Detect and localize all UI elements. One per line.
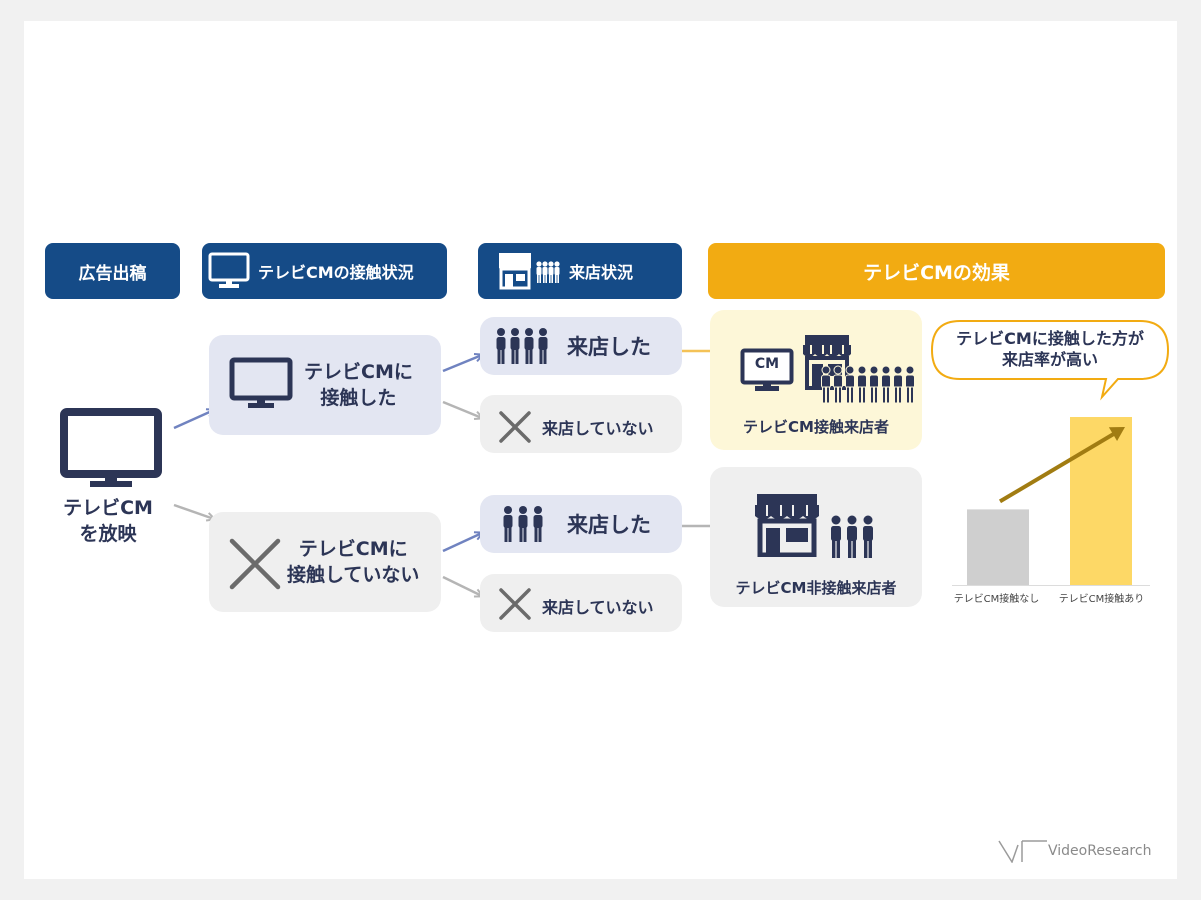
bar-0 — [967, 509, 1029, 585]
tv-icon — [229, 357, 293, 411]
not-contacted-label: テレビCMに 接触していない — [287, 536, 419, 588]
result-noncontact-label: テレビCM非接触来店者 — [735, 579, 897, 597]
arrow-contacted-to-not-visited — [442, 400, 482, 418]
tv-icon — [208, 252, 250, 290]
tick-label-0: テレビCM接触なし — [953, 594, 1040, 605]
contacted-box: テレビCMに 接触した — [209, 335, 441, 435]
store-icon — [754, 493, 820, 557]
not-visited-label-bottom: 来店していない — [542, 598, 654, 617]
visited-box-top: 来店した — [480, 317, 682, 375]
header-effect: テレビCMの効果 — [708, 243, 1165, 299]
visited-label-top: 来店した — [567, 335, 651, 359]
result-contact-label: テレビCM接触来店者 — [743, 418, 889, 436]
broadcast-label: テレビCM を放映 — [48, 495, 168, 547]
result-contact-box: CM — [710, 310, 922, 450]
people-icon — [828, 515, 876, 559]
brand-name: VideoResearch — [1048, 843, 1152, 859]
cross-icon — [229, 538, 281, 590]
header-visit: 来店状況 — [478, 243, 682, 299]
not-visited-box-top: 来店していない — [480, 395, 682, 453]
cm-badge: CM — [754, 356, 780, 372]
not-visited-box-bottom: 来店していない — [480, 574, 682, 632]
trend-arrow-head — [1108, 427, 1125, 442]
visited-box-bottom: 来店した — [480, 495, 682, 553]
videoresearch-logo: VideoResearch — [998, 839, 1158, 867]
cross-icon — [499, 588, 531, 620]
cross-icon — [499, 411, 531, 443]
callout-line2: 来店率が高い — [1001, 350, 1098, 369]
tv-icon — [60, 408, 162, 488]
result-noncontact-box: テレビCM非接触来店者 — [710, 467, 922, 607]
header-contact: テレビCMの接触状況 — [202, 243, 447, 299]
header-effect-label: テレビCMの効果 — [863, 261, 1010, 284]
header-visit-label: 来店状況 — [569, 263, 634, 282]
chart-tick-labels: テレビCM接触なし テレビCM接触あり — [944, 590, 1154, 608]
header-contact-label: テレビCMの接触状況 — [258, 263, 414, 282]
not-contacted-line1: テレビCMに — [298, 538, 408, 560]
crowd-icon — [820, 364, 916, 404]
contacted-line2: 接触した — [320, 387, 397, 409]
not-visited-label-top: 来店していない — [542, 419, 654, 438]
arrow-broadcast-to-contacted — [173, 410, 214, 430]
not-contacted-line2: 接触していない — [287, 564, 420, 586]
tick-label-1: テレビCM接触あり — [1058, 594, 1145, 605]
callout-bubble: テレビCMに接触した方が 来店率が高い — [930, 319, 1170, 401]
broadcast-line1: テレビCM — [63, 497, 153, 519]
header-ad-label: 広告出稿 — [78, 263, 147, 284]
tv-icon: CM — [740, 348, 794, 394]
people-icon — [494, 327, 552, 365]
contacted-label: テレビCMに 接触した — [304, 359, 413, 411]
arrow-broadcast-to-not-contacted — [173, 503, 214, 519]
callout-line1: テレビCMに接触した方が — [956, 329, 1144, 348]
broadcast-line2: を放映 — [79, 523, 137, 545]
comparison-chart — [952, 417, 1150, 586]
arrow-contacted-to-visited — [442, 355, 482, 373]
contacted-line1: テレビCMに — [304, 361, 413, 383]
people-icon — [535, 258, 561, 284]
store-icon — [498, 252, 532, 290]
slide: 広告出稿 テレビCMの接触状況 — [24, 21, 1177, 879]
header-ad: 広告出稿 — [45, 243, 180, 299]
callout-text: テレビCMに接触した方が 来店率が高い — [930, 328, 1170, 370]
visited-label-bottom: 来店した — [567, 513, 651, 537]
trend-arrow-line — [998, 430, 1119, 504]
not-contacted-box: テレビCMに 接触していない — [209, 512, 441, 612]
people-icon — [500, 505, 546, 543]
arrow-not-contacted-to-not-visited — [442, 575, 482, 596]
bar-1 — [1070, 417, 1132, 585]
arrow-not-contacted-to-visited — [442, 533, 482, 553]
